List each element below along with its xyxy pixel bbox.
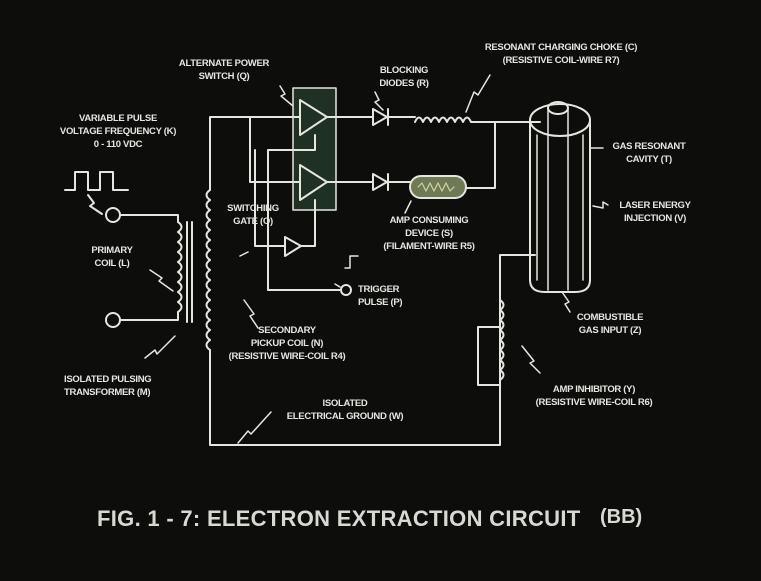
label-line: (RESISTIVE COIL-WIRE R7) xyxy=(502,55,620,66)
label-line: PULSE (P) xyxy=(358,297,403,308)
trigger-terminal xyxy=(340,284,352,296)
figure-title: FIG. 1 - 7: ELECTRON EXTRACTION CIRCUIT xyxy=(97,506,581,531)
label-line: PRIMARY xyxy=(91,245,133,256)
gas-resonant-cavity xyxy=(529,101,591,293)
switching-gate-label: SWITCHING GATE (O) xyxy=(220,202,286,228)
figure-title-suffix: (BB) xyxy=(600,506,643,528)
alternate-power-switch-label: ALTERNATE POWER SWITCH (Q) xyxy=(176,57,272,83)
label-line: (FILAMENT-WIRE R5) xyxy=(383,241,475,252)
label-line: TRANSFORMER (M) xyxy=(64,387,151,398)
label-line: 0 - 110 VDC xyxy=(93,139,143,150)
pulse-waveform-icon xyxy=(64,171,129,191)
blocking-diodes-label: BLOCKING DIODES (R) xyxy=(376,64,432,90)
label-line: DIODES (R) xyxy=(379,78,429,89)
label-line: GATE (O) xyxy=(233,216,273,227)
switch-amplifier-2 xyxy=(299,164,328,201)
label-line: VARIABLE PULSE xyxy=(79,113,157,124)
secondary-coil xyxy=(205,189,211,351)
laser-energy-label: LASER ENERGY INJECTION (V) xyxy=(612,199,698,225)
input-terminal-bottom xyxy=(105,312,121,328)
label-line: SWITCH (Q) xyxy=(198,71,250,82)
label-line: DEVICE (S) xyxy=(405,228,453,239)
label-line: (RESISTIVE WIRE-COIL R4) xyxy=(228,351,346,362)
amp-inhibitor-label: AMP INHIBITOR (Y) (RESISTIVE WIRE-COIL R6… xyxy=(524,383,664,409)
label-line: TRIGGER xyxy=(358,284,400,295)
variable-pulse-label: VARIABLE PULSE VOLTAGE FREQUENCY (K) 0 - 1… xyxy=(52,112,184,151)
resonant-charging-choke xyxy=(414,116,541,123)
trigger-pulse-label: TRIGGER PULSE (P) xyxy=(358,283,403,309)
isolated-transformer-label: ISOLATED PULSING TRANSFORMER (M) xyxy=(64,373,152,399)
label-line: AMP INHIBITOR (Y) xyxy=(552,384,636,395)
label-line: ISOLATED PULSING xyxy=(64,374,152,385)
switch-amplifier-1 xyxy=(299,99,328,136)
label-line: ELECTRICAL GROUND (W) xyxy=(286,411,404,422)
combustible-gas-label: COMBUSTIBLE GAS INPUT (Z) xyxy=(568,311,652,337)
label-line: VOLTAGE FREQUENCY (K) xyxy=(59,126,177,137)
amp-consuming-device-label: AMP CONSUMING DEVICE (S) (FILAMENT-WIRE R5… xyxy=(378,214,480,253)
label-line: LASER ENERGY xyxy=(619,200,691,211)
label-line: SECONDARY xyxy=(258,325,316,336)
primary-coil-label: PRIMARY COIL (L) xyxy=(84,244,140,270)
pointer-arrow xyxy=(87,194,103,215)
label-line: BLOCKING xyxy=(379,65,429,76)
switching-gate xyxy=(284,236,302,257)
label-line: (RESISTIVE WIRE-COIL R6) xyxy=(535,397,653,408)
primary-coil xyxy=(177,221,183,313)
trigger-pulse-icon xyxy=(344,255,359,269)
input-terminal-top xyxy=(105,207,121,223)
label-line: GAS RESONANT xyxy=(612,141,686,152)
transformer-core xyxy=(186,221,193,323)
label-line: GAS INPUT (Z) xyxy=(578,325,642,336)
label-line: INJECTION (V) xyxy=(623,213,687,224)
label-line: COIL (L) xyxy=(94,258,130,269)
resonant-choke-label: RESONANT CHARGING CHOKE (C) (RESISTIVE CO… xyxy=(448,41,674,67)
label-line: AMP CONSUMING xyxy=(389,215,469,226)
label-line: ALTERNATE POWER xyxy=(178,58,270,69)
amp-inhibitor-coil xyxy=(499,299,505,381)
blocking-diode-2 xyxy=(372,173,389,191)
gas-resonant-cavity-label: GAS RESONANT CAVITY (T) xyxy=(604,140,694,166)
label-line: SWITCHING xyxy=(227,203,279,214)
label-line: COMBUSTIBLE xyxy=(576,312,644,323)
secondary-coil-label: SECONDARY PICKUP COIL (N) (RESISTIVE WIRE-… xyxy=(222,324,352,363)
label-line: PICKUP COIL (N) xyxy=(250,338,324,349)
label-line: RESONANT CHARGING CHOKE (C) xyxy=(484,42,638,53)
amp-consuming-device xyxy=(409,175,467,199)
label-line: CAVITY (T) xyxy=(626,154,672,165)
label-line: ISOLATED xyxy=(322,398,368,409)
isolated-ground-label: ISOLATED ELECTRICAL GROUND (W) xyxy=(280,397,410,423)
blocking-diode-1 xyxy=(372,108,389,126)
